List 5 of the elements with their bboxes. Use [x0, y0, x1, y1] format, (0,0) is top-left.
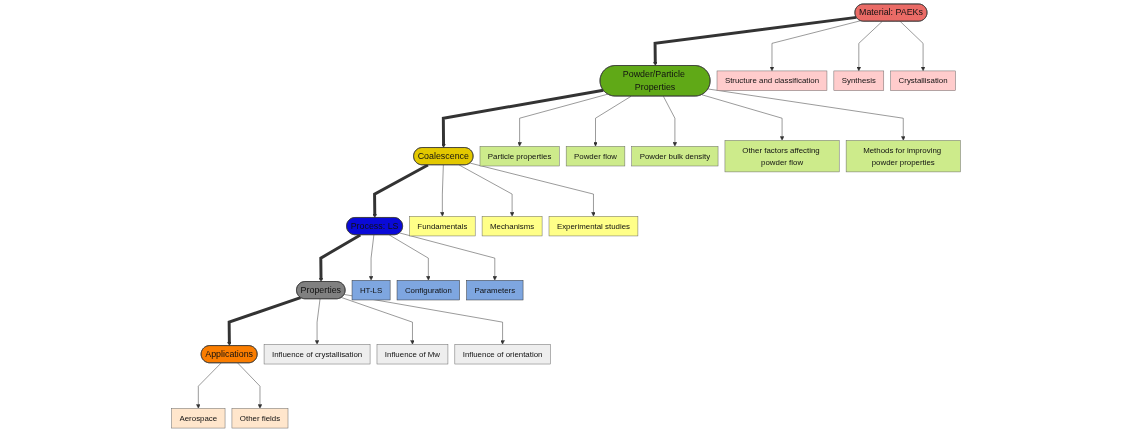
- arrow: [372, 163, 429, 218]
- arrow: [441, 88, 604, 148]
- arrow: [318, 233, 362, 282]
- arrow: [653, 15, 857, 66]
- arrow: [227, 296, 302, 346]
